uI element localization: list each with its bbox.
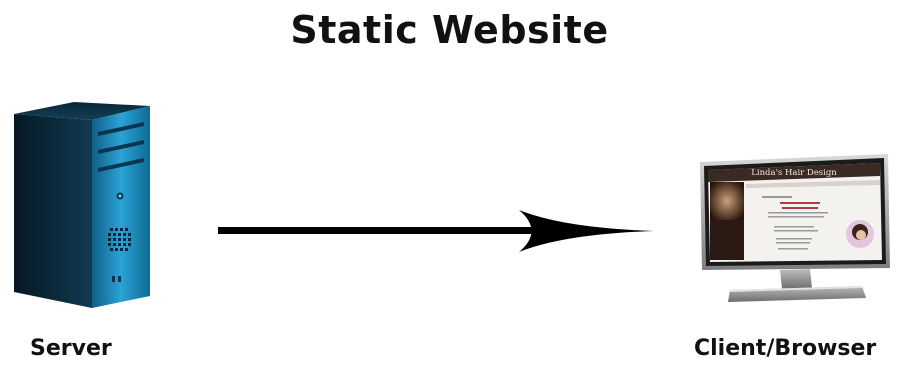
client-label: Client/Browser	[694, 336, 877, 361]
client-node: Linda's Hair Design	[690, 150, 895, 310]
flow-arrow	[214, 202, 664, 262]
server-tower-icon	[14, 102, 150, 308]
server-node	[8, 96, 158, 311]
monitor-icon: Linda's Hair Design	[700, 154, 890, 302]
server-label: Server	[30, 336, 112, 361]
site-title: Linda's Hair Design	[751, 168, 837, 178]
diagram-title: Static Website	[290, 8, 609, 52]
arrow-right-icon	[218, 210, 654, 252]
